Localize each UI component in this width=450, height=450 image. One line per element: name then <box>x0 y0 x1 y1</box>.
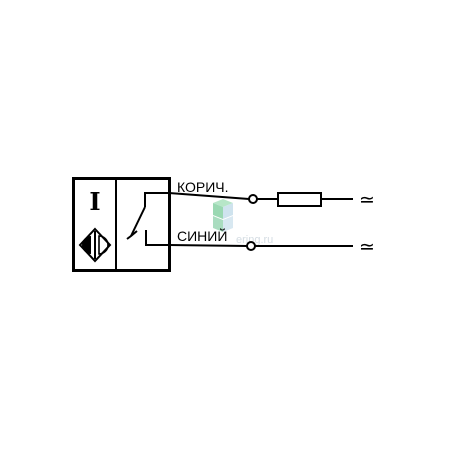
wire-blue-label: СИНИЙ <box>177 227 227 244</box>
wire-blue-ac-symbol: ≃ <box>359 236 375 258</box>
sensor-housing <box>72 177 171 272</box>
wire-blue-terminal-dot <box>246 241 256 251</box>
watermark-logo-icon <box>213 199 233 232</box>
wire-brown: КОРИЧ. ≃ <box>168 179 375 211</box>
load-resistor <box>277 192 322 207</box>
watermark: ering.ru <box>213 199 273 246</box>
watermark-text: ering.ru <box>236 234 273 246</box>
switch-contact-icon <box>126 192 169 246</box>
wire-brown-label: КОРИЧ. <box>177 179 229 195</box>
wire-blue: СИНИЙ ≃ <box>168 227 375 258</box>
sensor-type-letter: I <box>89 187 100 216</box>
wire-brown-terminal-dot <box>248 194 258 204</box>
inductive-sensor-icon <box>78 227 112 263</box>
sensor-block: I <box>72 177 171 272</box>
wire-brown-ac-symbol: ≃ <box>359 189 375 211</box>
